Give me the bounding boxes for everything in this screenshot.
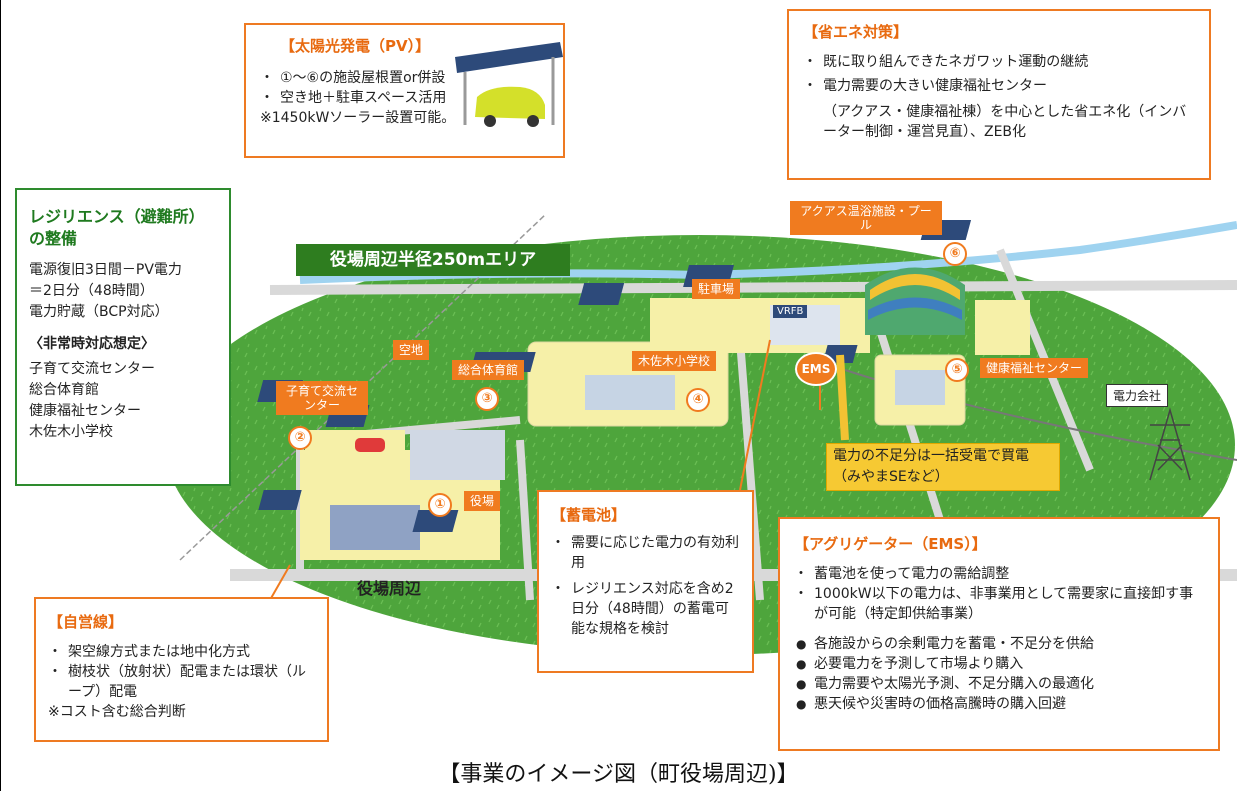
health-center-label: 健康福祉センター: [980, 358, 1089, 378]
marker-1: ①: [428, 493, 452, 517]
emergency-facility: 木佐木小学校: [29, 424, 113, 440]
emergency-facility: 総合体育館: [29, 382, 99, 398]
empty-lot-label: 空地: [393, 340, 430, 360]
energy-saving-title: 【省エネ対策】: [803, 23, 909, 41]
private-line-item: 架空線方式または地中化方式: [48, 642, 315, 662]
battery-item: 需要に応じた電力の有効利用: [551, 533, 740, 573]
ems-label: EMS: [795, 352, 837, 386]
left-border: [0, 0, 1, 791]
marker-3: ③: [475, 387, 499, 411]
resilience-line: 電源復旧3日間－PV電力: [29, 262, 182, 278]
empty-lot: [975, 300, 1030, 355]
energy-saving-box: 【省エネ対策】 既に取り組んできたネガワット運動の継続 電力需要の大きい健康福祉…: [787, 9, 1211, 180]
figure-caption: 【事業のイメージ図（町役場周辺)】: [438, 762, 799, 787]
solar-carport-icon: [455, 42, 563, 127]
pv-box: 【太陽光発電（PV）】 ①～⑥の施設屋根置or併設 空き地＋駐車スペース活用 ※…: [244, 23, 565, 158]
town-hall-label: 役場: [464, 491, 501, 511]
gym-building: [410, 430, 505, 480]
school-label: 木佐木小学校: [632, 351, 717, 371]
area-banner: 役場周辺半径250mエリア: [296, 244, 570, 276]
energy-saving-item: 電力需要の大きい健康福祉センター: [803, 74, 1195, 98]
pv-item: ①～⑥の施設屋根置or併設: [260, 68, 549, 88]
resilience-line: ＝2日分（48時間）: [29, 283, 154, 299]
marker-4: ④: [686, 388, 710, 412]
road: [516, 439, 534, 601]
gym-label: 総合体育館: [452, 360, 525, 380]
aggregator-box: 【アグリゲーター（EMS）】 蓄電池を使って電力の需給調整 1000kW以下の電…: [778, 517, 1220, 751]
childcare-label: 子育て交流センター: [276, 381, 368, 415]
aggregator-point: 必要電力を予測して市場より購入: [794, 654, 1204, 674]
childcare-lot: [305, 430, 405, 480]
battery-item: レジリエンス対応を含め2日分（48時間）の蓄電可能な規格を検討: [551, 579, 740, 639]
marker-2: ②: [288, 426, 312, 450]
energy-saving-item: 既に取り組んできたネガワット運動の継続: [803, 50, 1195, 74]
resilience-line: 電力貯蔵（BCP対応）: [29, 304, 169, 320]
shortage-note: 電力の不足分は一括受電で買電（みやまSEなど）: [826, 443, 1060, 491]
pv-title: 【太陽光発電（PV）】: [280, 37, 431, 55]
parking-label: 駐車場: [692, 279, 741, 299]
town-hall-building: [330, 505, 420, 550]
private-line-title: 【自営線】: [48, 613, 124, 631]
aggregator-point: 電力需要や太陽光予測、不足分購入の最適化: [794, 674, 1204, 694]
marker-5: ⑤: [945, 358, 969, 382]
resilience-title: レジリエンス（避難所）の整備: [29, 207, 205, 248]
road: [736, 339, 764, 601]
pv-item: 空き地＋駐車スペース活用: [260, 88, 549, 108]
battery-box: 【蓄電池】 需要に応じた電力の有効利用 レジリエンス対応を含め2日分（48時間）…: [537, 490, 754, 673]
road: [269, 280, 1237, 295]
emergency-facility: 子育て交流センター: [29, 361, 155, 377]
emergency-subtitle: 〈非常時対応想定〉: [29, 336, 155, 352]
health-building: [895, 370, 945, 405]
aggregator-title: 【アグリゲーター（EMS）】: [794, 535, 987, 553]
emergency-facility: 健康福祉センター: [29, 403, 141, 419]
aggregator-point: 各施設からの余剰電力を蓄電・不足分を供給: [794, 634, 1204, 654]
aggregator-item: 1000kW以下の電力は、非事業用として需要家に直接卸す事が可能（特定卸供給事業…: [794, 584, 1204, 624]
vrfb-label: VRFB: [773, 305, 808, 318]
resilience-box: レジリエンス（避難所）の整備 電源復旧3日間－PV電力 ＝2日分（48時間） 電…: [15, 188, 231, 486]
private-line-note: ※コスト含む総合判断: [48, 704, 186, 720]
aggregator-point: 悪天候や災害時の価格高騰時の購入回避: [794, 694, 1204, 714]
battery-title: 【蓄電池】: [551, 506, 627, 524]
school-building: [585, 375, 675, 410]
private-line-item: 樹枝状（放射状）配電または環状（ループ）配電: [48, 662, 315, 702]
car: [355, 438, 385, 452]
private-line-box: 【自営線】 架空線方式または地中化方式 樹枝状（放射状）配電または環状（ループ）…: [34, 597, 329, 742]
transmission-tower: [1149, 407, 1191, 481]
pv-note: ※1450kWソーラー設置可能。: [260, 110, 456, 126]
energy-saving-detail: （アクアス・健康福祉棟）を中心とした省エネ化（インバーター制御・運営見直）、ZE…: [823, 104, 1187, 140]
aggregator-item: 蓄電池を使って電力の需給調整: [794, 564, 1204, 584]
town-hall-area-label: 役場周辺: [357, 579, 422, 598]
marker-6: ⑥: [943, 242, 967, 266]
power-company-label: 電力会社: [1106, 384, 1169, 407]
aquas-label: アクアス温浴施設・プール: [790, 201, 942, 235]
